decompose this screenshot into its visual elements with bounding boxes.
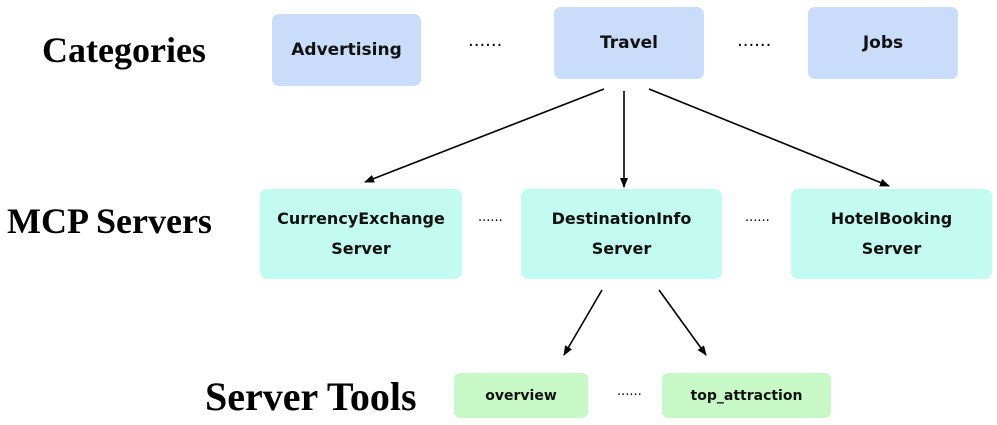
arrow-travel-to-hotel xyxy=(648,88,890,187)
categories-row-label: Categories xyxy=(42,30,206,70)
server-tools-row-label: Server Tools xyxy=(205,374,417,419)
mcp-servers-row-label: MCP Servers xyxy=(7,201,212,241)
category-jobs: Jobs xyxy=(808,7,958,79)
server-currency-exchange: CurrencyExchange Server xyxy=(260,189,462,279)
server-name: DestinationInfo xyxy=(551,209,692,228)
tool-top-attraction: top_attraction xyxy=(662,373,831,418)
category-label: Advertising xyxy=(291,40,402,60)
server-name: CurrencyExchange xyxy=(277,209,445,228)
arrow-destination-to-top-attraction xyxy=(658,289,707,356)
tool-label: overview xyxy=(485,387,557,404)
categories-ellipsis-2: ...... xyxy=(737,30,772,51)
server-name: HotelBooking xyxy=(830,209,953,228)
category-label: Travel xyxy=(599,33,659,53)
category-label: Jobs xyxy=(862,33,904,53)
servers-ellipsis-2: ...... xyxy=(745,210,770,225)
servers-ellipsis-1: ...... xyxy=(478,210,503,225)
category-travel: Travel xyxy=(554,7,704,79)
tool-label: top_attraction xyxy=(690,387,803,404)
server-suffix: Server xyxy=(591,239,652,258)
tool-overview: overview xyxy=(454,373,588,418)
server-destination-info: DestinationInfo Server xyxy=(521,189,722,279)
arrow-travel-to-currency xyxy=(364,88,605,183)
category-advertising: Advertising xyxy=(272,14,421,86)
categories-ellipsis-1: ...... xyxy=(468,30,503,51)
tools-ellipsis: ...... xyxy=(617,384,642,399)
server-suffix: Server xyxy=(861,239,922,258)
arrow-destination-to-overview xyxy=(563,289,603,356)
server-hotel-booking: HotelBooking Server xyxy=(791,189,992,279)
server-suffix: Server xyxy=(331,239,391,258)
